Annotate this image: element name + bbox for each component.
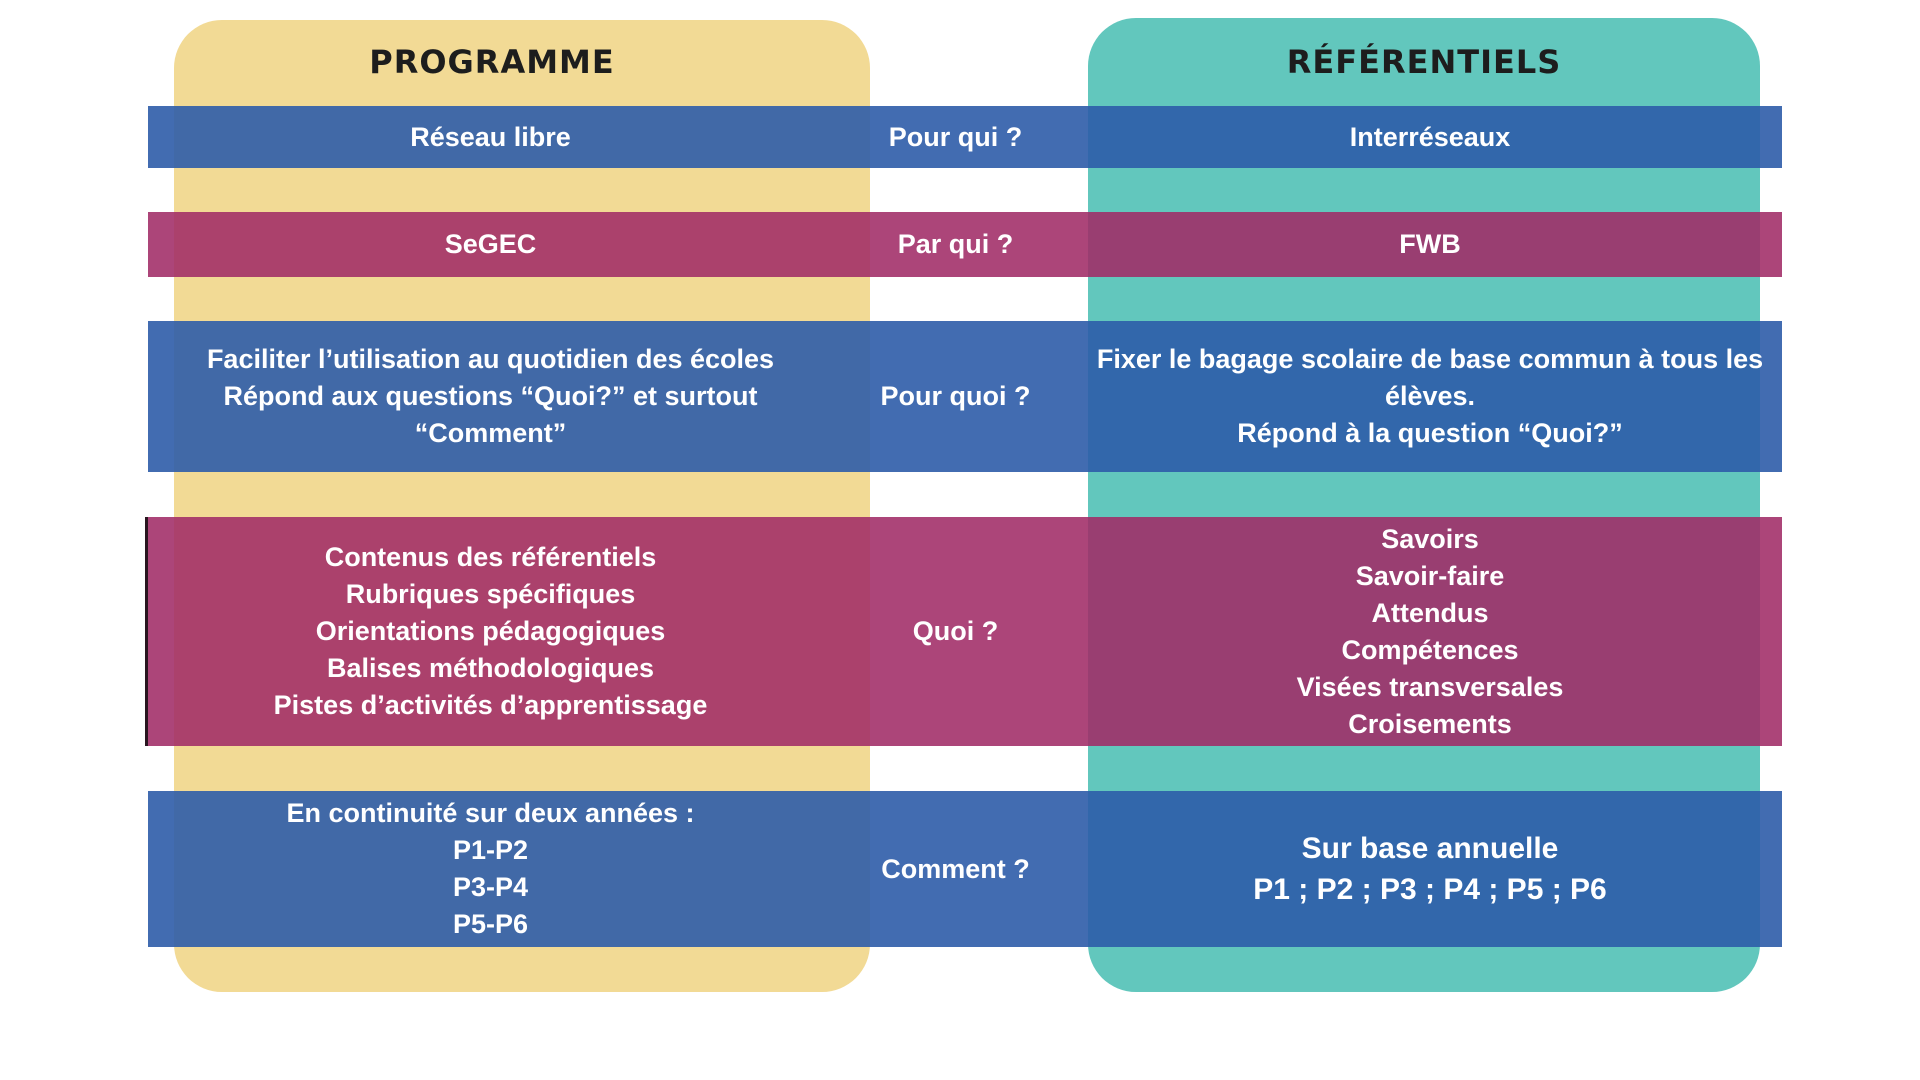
referentiels-cell: FWB [1078,212,1782,277]
cell-line: Contenus des référentiels [324,542,657,572]
cell-line: Répond aux questions “Quoi?” et surtout [223,381,758,411]
cell-line: P1 ; P2 ; P3 ; P4 ; P5 ; P6 [1253,873,1607,906]
cell-line: Faciliter l’utilisation au quotidien des… [206,344,775,374]
cell-line: élèves. [1384,381,1476,411]
cell-line: Savoirs [1381,523,1479,554]
cell-line: FWB [1399,229,1461,259]
question-cell: Quoi ? [912,616,999,646]
cell-line: Répond à la question “Quoi?” [1237,418,1623,448]
cell-line: Balises méthodologiques [326,653,655,683]
programme-cell: Contenus des référentiels Rubriques spéc… [148,517,833,746]
programme-heading: PROGRAMME [369,43,615,81]
cell-line: Pistes d’activités d’apprentissage [273,690,708,720]
cell-line: P3-P4 [452,872,529,902]
cell-line: Compétences [1341,634,1519,665]
cell-line: Rubriques spécifiques [345,579,636,609]
programme-cell: Réseau libre [148,106,833,168]
referentiels-heading: RÉFÉRENTIELS [1286,43,1562,81]
cell-line: P1-P2 [452,835,529,865]
cell-line: Sur base annuelle [1301,832,1559,865]
referentiels-cell: Sur base annuelle P1 ; P2 ; P3 ; P4 ; P5… [1078,791,1782,947]
cell-line: “Comment” [414,418,567,448]
cell-line: Visées transversales [1296,671,1564,702]
question-cell: Pour quoi ? [880,381,1031,411]
programme-cell: En continuité sur deux années : P1-P2 P3… [148,791,833,947]
row-comment: En continuité sur deux années : P1-P2 P3… [148,791,1782,947]
cell-line: P5-P6 [452,909,529,939]
programme-cell: Faciliter l’utilisation au quotidien des… [148,321,833,472]
question-cell: Pour qui ? [888,121,1023,152]
referentiels-cell: Savoirs Savoir-faire Attendus Compétence… [1078,517,1782,746]
cell-line: Savoir-faire [1355,560,1505,591]
cell-line: Fixer le bagage scolaire de base commun … [1096,344,1764,374]
cell-line: Attendus [1371,597,1489,628]
cell-line: Interréseaux [1349,121,1511,152]
cell-line: Réseau libre [410,121,571,152]
row-pour-quoi: Faciliter l’utilisation au quotidien des… [148,321,1782,472]
question-cell: Comment ? [881,853,1030,884]
referentiels-cell: Interréseaux [1078,106,1782,168]
cell-line: En continuité sur deux années : [286,798,695,828]
cell-line: SeGEC [444,229,537,259]
referentiels-cell: Fixer le bagage scolaire de base commun … [1078,321,1782,472]
row-pour-qui: Réseau libre Pour qui ? Interréseaux [148,106,1782,168]
cell-line: Croisements [1348,708,1512,739]
row-quoi: Contenus des référentiels Rubriques spéc… [145,517,1782,746]
row-par-qui: SeGEC Par qui ? FWB [148,212,1782,277]
programme-cell: SeGEC [148,212,833,277]
question-cell: Par qui ? [897,229,1014,259]
cell-line: Orientations pédagogiques [315,616,666,646]
